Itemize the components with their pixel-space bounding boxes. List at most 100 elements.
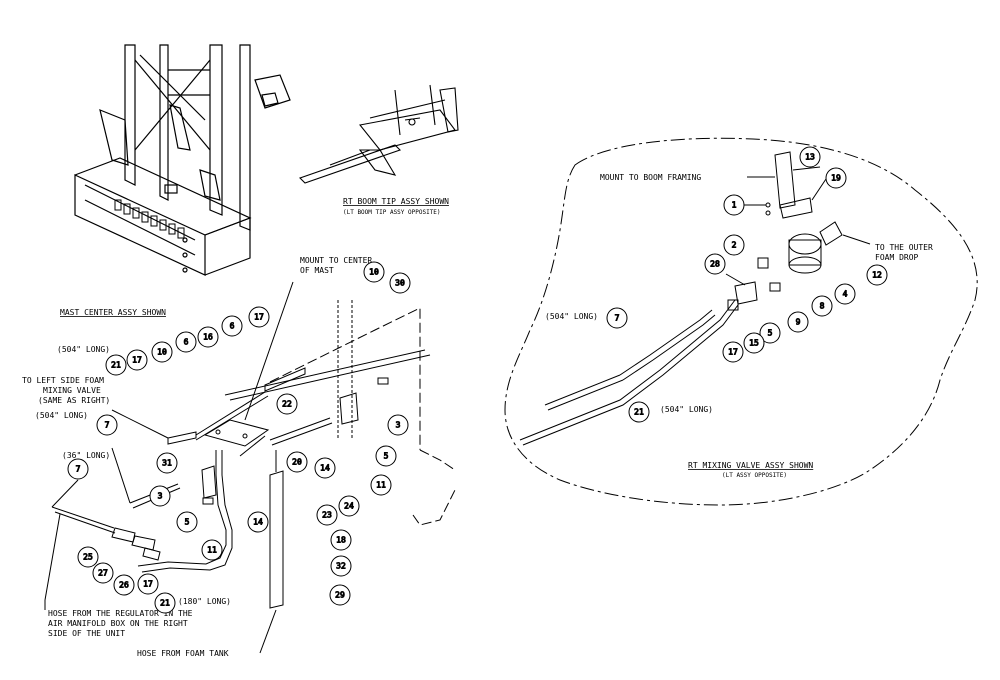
svg-text:14: 14 bbox=[253, 518, 263, 527]
balloon: 18 bbox=[330, 529, 352, 551]
svg-text:15: 15 bbox=[749, 339, 759, 348]
balloon: 21 bbox=[628, 401, 650, 423]
balloon: 22 bbox=[276, 393, 298, 415]
hose-regulator-note-3: SIDE OF THE UNIT bbox=[48, 629, 125, 638]
length-504-label-c: (504" LONG) bbox=[545, 312, 598, 321]
balloon: 27 bbox=[92, 562, 114, 584]
svg-text:7: 7 bbox=[105, 421, 110, 430]
part-balloons: 13 19 1 2 12 28 4 8 9 7 5 17 15 21 10 30… bbox=[67, 146, 888, 614]
balloon: 5 bbox=[375, 445, 397, 467]
balloon: 16 bbox=[197, 326, 219, 348]
outer-foam-note-2: FOAM DROP bbox=[875, 253, 919, 262]
length-504-label-b: (504" LONG) bbox=[35, 411, 88, 420]
balloon: 30 bbox=[389, 272, 411, 294]
left-side-note-2: MIXING VALVE bbox=[43, 386, 101, 395]
mast-assembly-drawing bbox=[74, 44, 291, 276]
balloon: 17 bbox=[248, 306, 270, 328]
balloon: 31 bbox=[156, 452, 178, 474]
mixing-valve-subtitle: (LT ASSY OPPOSITE) bbox=[722, 472, 787, 479]
balloon: 1 bbox=[723, 194, 745, 216]
svg-text:17: 17 bbox=[132, 356, 142, 365]
balloon: 6 bbox=[221, 315, 243, 337]
balloon: 17 bbox=[137, 573, 159, 595]
balloon: 19 bbox=[825, 167, 847, 189]
svg-text:11: 11 bbox=[207, 546, 217, 555]
svg-text:17: 17 bbox=[143, 580, 153, 589]
balloon: 7 bbox=[96, 414, 118, 436]
left-side-note-1: TO LEFT SIDE FOAM bbox=[22, 376, 104, 385]
balloon: 17 bbox=[126, 349, 148, 371]
svg-text:29: 29 bbox=[335, 591, 345, 600]
length-180-label: (180" LONG) bbox=[178, 597, 231, 606]
svg-text:21: 21 bbox=[634, 408, 644, 417]
balloon: 7 bbox=[606, 307, 628, 329]
svg-text:7: 7 bbox=[76, 465, 81, 474]
mount-center-note-2: OF MAST bbox=[300, 266, 334, 275]
svg-text:30: 30 bbox=[395, 279, 405, 288]
svg-text:28: 28 bbox=[710, 260, 720, 269]
balloon: 9 bbox=[787, 311, 809, 333]
hose-foam-tank-note: HOSE FROM FOAM TANK bbox=[137, 649, 229, 658]
balloon: 25 bbox=[77, 546, 99, 568]
mixing-valve-title: RT MIXING VALVE ASSY SHOWN bbox=[688, 461, 813, 470]
balloon: 26 bbox=[113, 574, 135, 596]
svg-text:21: 21 bbox=[111, 361, 121, 370]
svg-text:27: 27 bbox=[98, 569, 108, 578]
balloon: 23 bbox=[316, 504, 338, 526]
balloon: 5 bbox=[759, 322, 781, 344]
balloon: 7 bbox=[67, 458, 89, 480]
svg-text:7: 7 bbox=[615, 314, 620, 323]
hose-regulator-note-1: HOSE FROM THE REGULATOR IN THE bbox=[48, 609, 193, 618]
left-side-note-3: (SAME AS RIGHT) bbox=[38, 396, 110, 405]
svg-text:9: 9 bbox=[796, 318, 801, 327]
length-504-label-a: (504" LONG) bbox=[57, 345, 110, 354]
balloon: 32 bbox=[330, 555, 352, 577]
svg-text:19: 19 bbox=[831, 174, 841, 183]
svg-text:18: 18 bbox=[336, 536, 346, 545]
balloon: 29 bbox=[329, 584, 351, 606]
balloon: 15 bbox=[743, 332, 765, 354]
balloon: 10 bbox=[151, 341, 173, 363]
svg-text:12: 12 bbox=[872, 271, 882, 280]
svg-text:17: 17 bbox=[254, 313, 264, 322]
hose-regulator-note-2: AIR MANIFOLD BOX ON THE RIGHT bbox=[48, 619, 188, 628]
balloon: 8 bbox=[811, 295, 833, 317]
svg-text:21: 21 bbox=[160, 599, 170, 608]
balloon: 24 bbox=[338, 495, 360, 517]
svg-text:26: 26 bbox=[119, 581, 129, 590]
svg-text:24: 24 bbox=[344, 502, 354, 511]
svg-text:22: 22 bbox=[282, 400, 292, 409]
balloon: 28 bbox=[704, 253, 726, 275]
boom-tip-subtitle: (LT BOOM TIP ASSY OPPOSITE) bbox=[343, 209, 441, 216]
balloon: 2 bbox=[723, 234, 745, 256]
svg-text:4: 4 bbox=[843, 290, 848, 299]
svg-text:13: 13 bbox=[805, 153, 815, 162]
svg-text:11: 11 bbox=[376, 481, 386, 490]
svg-text:3: 3 bbox=[396, 421, 401, 430]
balloon: 21 bbox=[154, 592, 176, 614]
boom-tip-drawing bbox=[298, 84, 459, 184]
svg-text:20: 20 bbox=[292, 458, 302, 467]
balloon: 4 bbox=[834, 283, 856, 305]
svg-text:23: 23 bbox=[322, 511, 332, 520]
balloon: 13 bbox=[799, 146, 821, 168]
balloon: 11 bbox=[370, 474, 392, 496]
svg-text:17: 17 bbox=[728, 348, 738, 357]
mount-center-note-1: MOUNT TO CENTER bbox=[300, 256, 372, 265]
svg-text:6: 6 bbox=[184, 338, 189, 347]
length-36-label: (36" LONG) bbox=[62, 451, 110, 460]
balloon: 10 bbox=[363, 261, 385, 283]
length-504-label-d: (504" LONG) bbox=[660, 405, 713, 414]
svg-text:32: 32 bbox=[336, 562, 346, 571]
mixing-valve-region bbox=[504, 137, 978, 506]
balloon: 6 bbox=[175, 331, 197, 353]
balloon: 20 bbox=[286, 451, 308, 473]
balloon: 3 bbox=[387, 414, 409, 436]
svg-text:5: 5 bbox=[185, 518, 190, 527]
svg-text:31: 31 bbox=[162, 459, 172, 468]
balloon: 5 bbox=[176, 511, 198, 533]
svg-text:6: 6 bbox=[230, 322, 235, 331]
balloon: 14 bbox=[247, 511, 269, 533]
balloon: 17 bbox=[722, 341, 744, 363]
balloon: 11 bbox=[201, 539, 223, 561]
